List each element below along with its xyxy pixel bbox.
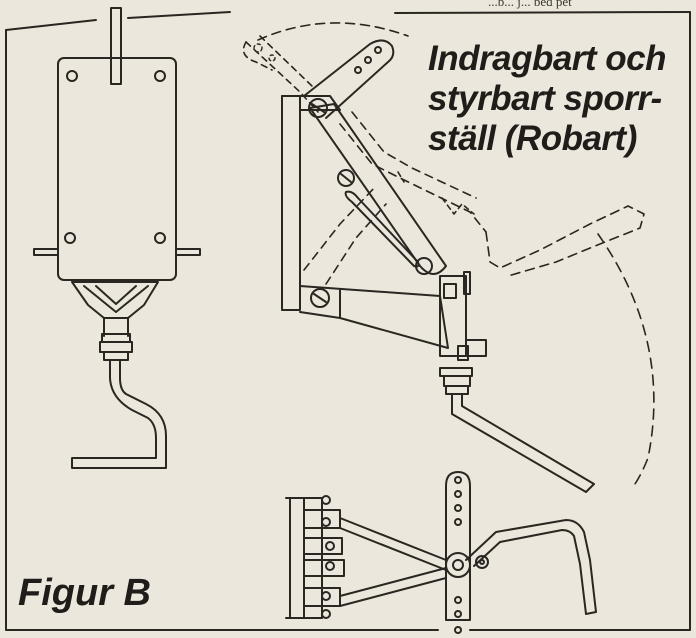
title-line-3: ställ (Robart) (428, 119, 637, 158)
top-text-fragment: ...b... j... bed pet (488, 0, 572, 9)
figure-frame (5, 11, 691, 631)
top-view-retract (285, 471, 597, 634)
title-line-2: styrbart sporr- (428, 79, 662, 118)
side-view-retract (242, 22, 655, 493)
front-view-retract (33, 7, 201, 469)
figure-caption: Figur B (18, 572, 151, 614)
title-line-1: Indragbart och (428, 39, 667, 78)
